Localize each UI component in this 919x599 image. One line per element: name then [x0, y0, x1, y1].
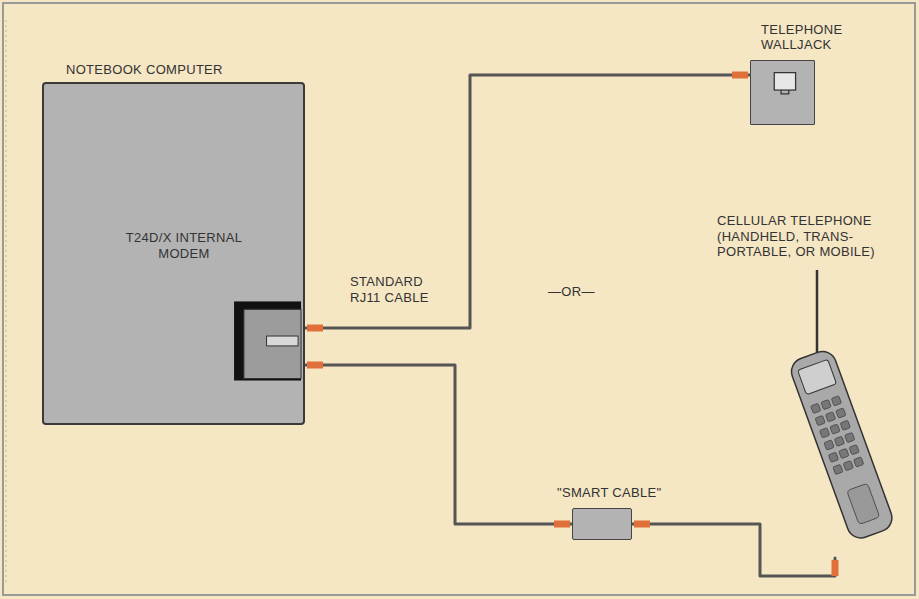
cellular-telephone: CELLULAR TELEPHONE (HANDHELD, TRANS- POR…: [795, 270, 885, 558]
frame-border: [3, 3, 915, 595]
keypad-key: [811, 403, 821, 413]
cable: [305, 75, 750, 328]
cable: [305, 365, 572, 524]
keypad-key: [843, 461, 853, 471]
modem-label: T24D/X INTERNAL MODEM: [104, 230, 264, 261]
handset-screen: [798, 359, 837, 394]
keypad-key: [836, 408, 846, 418]
cable: [632, 524, 835, 576]
keypad-key: [839, 448, 849, 458]
keypad-key: [821, 400, 831, 410]
keypad-key: [815, 415, 825, 425]
or-label: —OR—: [548, 284, 595, 300]
keypad-key: [831, 396, 841, 406]
keypad-key: [819, 428, 829, 438]
cable-plug: [732, 72, 748, 79]
smart-cable-heading: "SMART CABLE": [557, 485, 661, 501]
handset: [788, 348, 896, 542]
keypad-key: [834, 436, 844, 446]
smart-cable: "SMART CABLE": [572, 508, 632, 540]
edge-mark: [6, 20, 7, 585]
notebook-computer: NOTEBOOK COMPUTERT24D/X INTERNAL MODEM: [42, 82, 305, 425]
walljack-heading: TELEPHONE WALLJACK: [761, 22, 859, 53]
keypad-key: [833, 464, 843, 474]
cable-plug: [634, 521, 650, 528]
modem-slot: [234, 301, 301, 380]
mouthpiece: [847, 483, 880, 524]
cable-plug: [832, 560, 839, 576]
keypad-key: [840, 420, 850, 430]
keypad-key: [824, 440, 834, 450]
device-heading: NOTEBOOK COMPUTER: [66, 62, 223, 78]
keypad-key: [825, 412, 835, 422]
keypad-key: [828, 452, 838, 462]
jack-latch: [781, 90, 789, 94]
keypad-key: [854, 457, 864, 467]
modem-card: [244, 309, 301, 378]
walljack-art: [751, 61, 814, 124]
keypad-key: [849, 445, 859, 455]
telephone-walljack: TELEPHONE WALLJACK: [750, 60, 815, 125]
cable-plug: [554, 521, 570, 528]
keypad-key: [830, 424, 840, 434]
cable-plug: [307, 325, 323, 332]
handset-art: [795, 270, 885, 558]
antenna: [816, 270, 819, 360]
cable-label: STANDARD RJ11 CABLE: [350, 274, 455, 305]
phone-heading: CELLULAR TELEPHONE (HANDHELD, TRANS- POR…: [717, 213, 907, 260]
keypad-key: [845, 432, 855, 442]
handset-body: [788, 348, 896, 542]
cable-plug: [307, 362, 323, 369]
rj11-socket: [267, 336, 299, 346]
jack-opening: [774, 73, 795, 90]
